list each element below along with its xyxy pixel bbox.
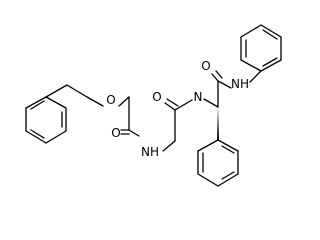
anilide-nh-label: NH [231, 77, 249, 91]
carbamate-nh-label: NH [141, 145, 159, 159]
phenylalanine-backbone [203, 70, 232, 140]
ester-oxygen-label: O [106, 93, 115, 107]
glycine-backbone [164, 98, 193, 142]
carbamate-oxygen-label: O [111, 126, 120, 140]
anilide-linkage [249, 70, 262, 83]
glycine-carbonyl-oxygen-label: O [152, 90, 161, 104]
chemical-structure-diagram: O O NH O N O NH [25, 24, 282, 187]
amide-oxygen-label: O [201, 59, 210, 73]
benzyl-ring [25, 96, 67, 144]
anilide-phenyl-ring [240, 24, 282, 72]
benzyl-ester-linkage [45, 84, 130, 131]
side-chain-phenyl-ring [197, 139, 239, 187]
peptide-nitrogen-label: N [194, 90, 203, 104]
carbamate-group [120, 129, 176, 152]
